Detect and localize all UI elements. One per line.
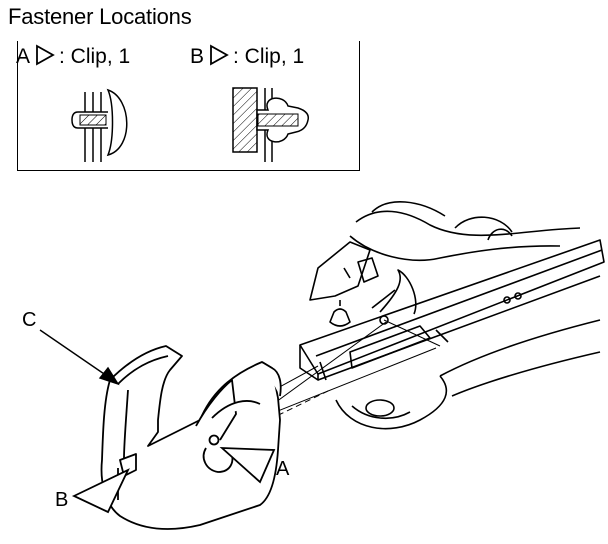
callout-label-a: A xyxy=(276,458,290,480)
page-title: Fastener Locations xyxy=(8,4,192,29)
legend-text-a: : Clip, 1 xyxy=(59,45,131,68)
seat-frame-assembly xyxy=(299,201,605,430)
callout-label-b: B xyxy=(55,489,69,511)
legend-letter-b: B xyxy=(190,45,205,68)
triangle-marker-icon xyxy=(35,44,55,72)
legend-item-clip-a: A : Clip, 1 xyxy=(16,44,130,72)
legend-item-clip-b: B : Clip, 1 xyxy=(190,44,304,72)
callout-triangle-a xyxy=(219,447,276,484)
legend-letter-a: A xyxy=(16,45,31,68)
callout-label-c: C xyxy=(22,309,37,331)
callout-leader-c xyxy=(39,329,120,386)
clip-a-detail xyxy=(71,88,128,162)
callout-triangle-b xyxy=(71,468,130,514)
clip-b-detail xyxy=(232,87,310,162)
seat-cover-c xyxy=(100,345,282,530)
fastener-legend-box xyxy=(17,41,360,171)
legend-text-b: : Clip, 1 xyxy=(233,45,305,68)
triangle-marker-icon xyxy=(209,44,229,72)
